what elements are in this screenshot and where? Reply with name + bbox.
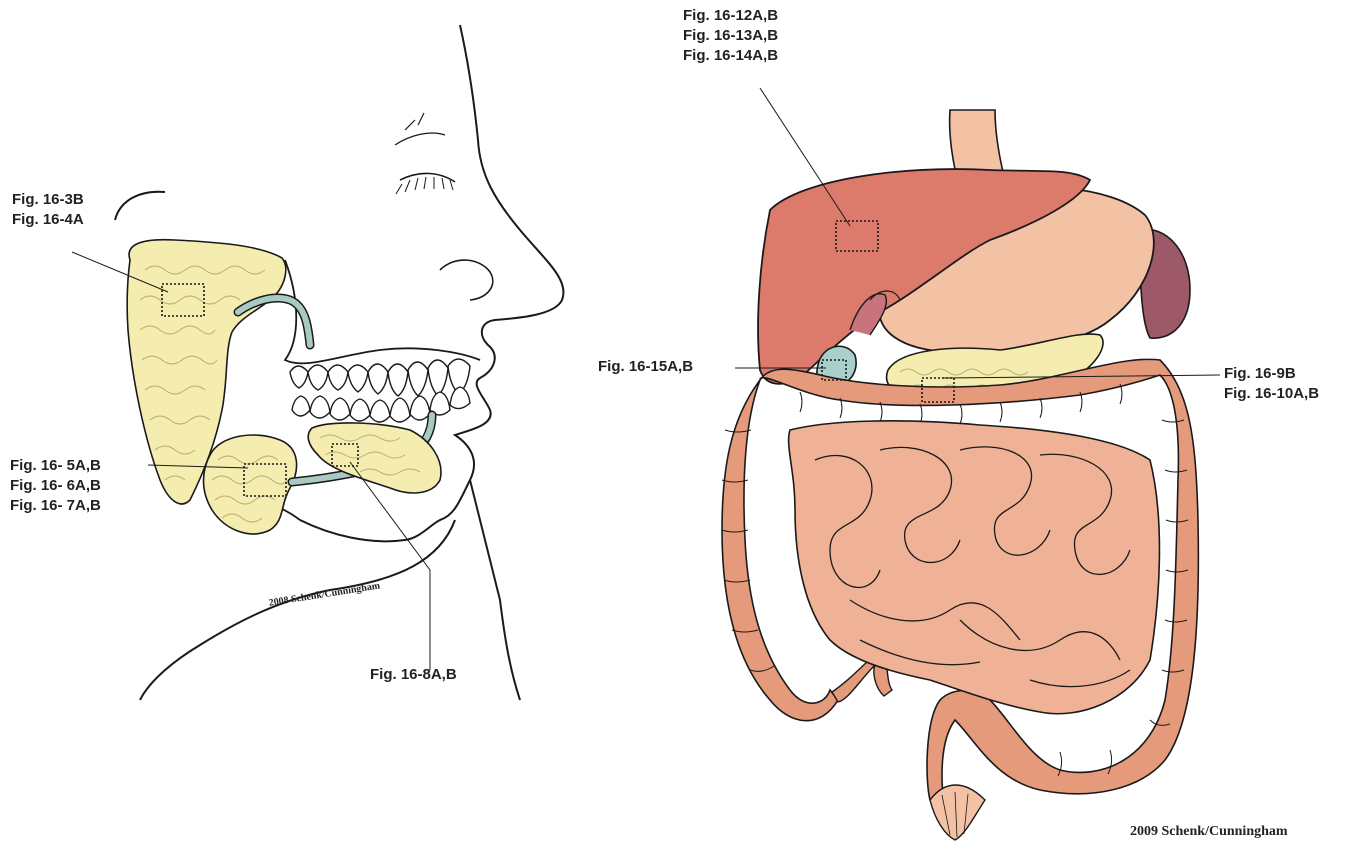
- liver-figure-label: Fig. 16-12A,B Fig. 16-13A,B Fig. 16-14A,…: [683, 6, 778, 66]
- head-illustration: [62, 0, 617, 705]
- gallbladder-figure-label: Fig. 16-15A,B: [598, 357, 693, 377]
- abdomen-illustration: [722, 88, 1220, 840]
- small-intestine: [789, 421, 1160, 714]
- sublingual-figure-label: Fig. 16-8A,B: [370, 665, 457, 685]
- parotid-figure-label: Fig. 16-3B Fig. 16-4A: [12, 190, 84, 230]
- rectum: [930, 785, 985, 840]
- submandibular-figure-label: Fig. 16- 5A,B Fig. 16- 6A,B Fig. 16- 7A,…: [10, 456, 101, 516]
- pancreas-figure-label: Fig. 16-9B Fig. 16-10A,B: [1224, 364, 1319, 404]
- abdomen-credit: 2009 Schenk/Cunningham: [1130, 824, 1288, 840]
